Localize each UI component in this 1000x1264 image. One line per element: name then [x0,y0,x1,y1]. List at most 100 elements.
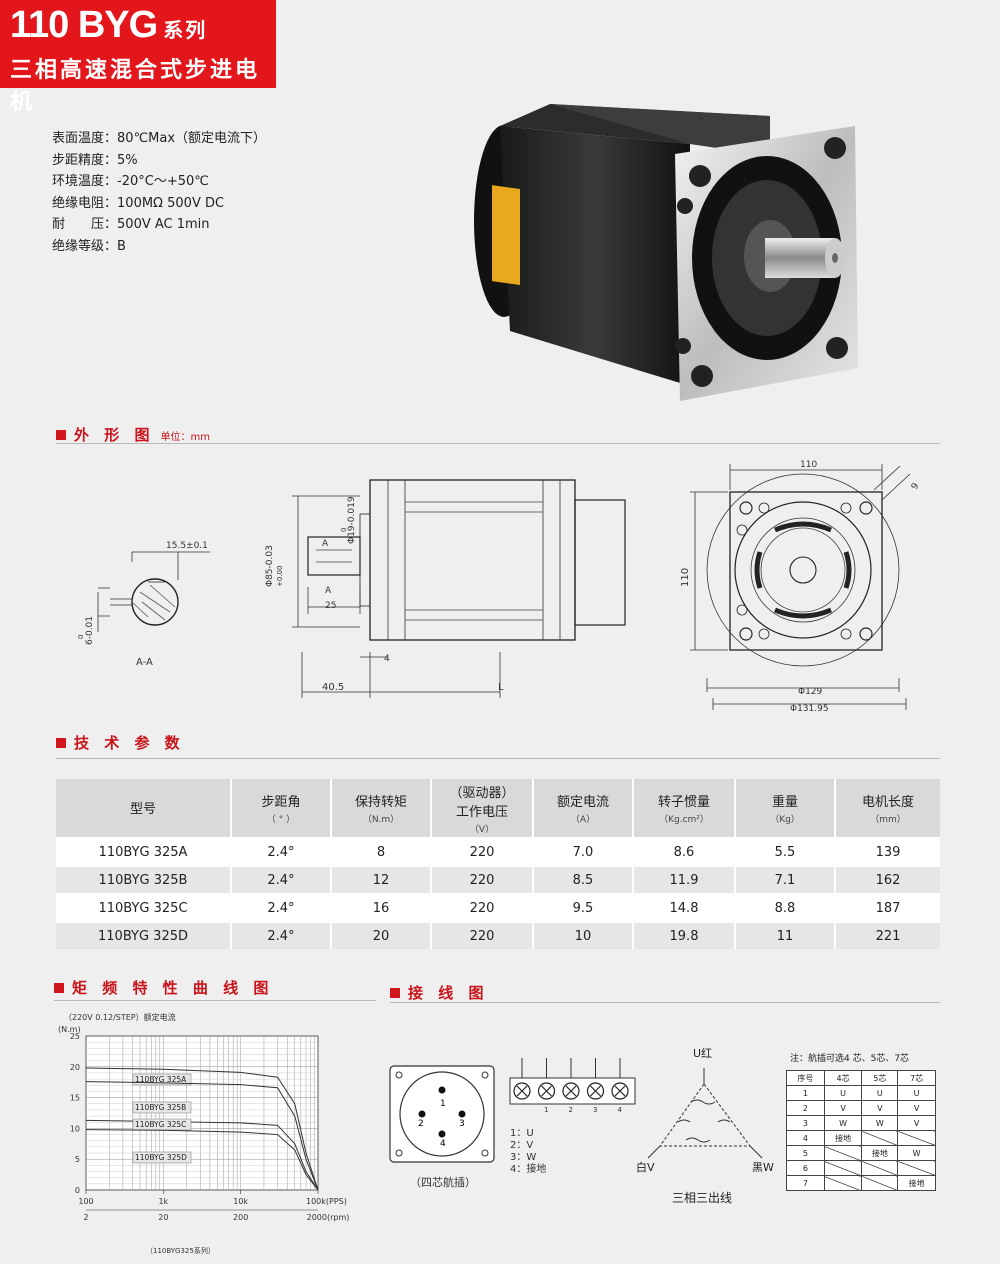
table-cell: 9.5 [533,893,634,922]
param-header: 电机长度（mm） [835,779,940,838]
spec-item: 绝缘等级：B [52,236,266,258]
spec-colon: ： [104,217,118,232]
pin-4: 4 [440,1139,446,1149]
terminal-screw-icon [562,1082,580,1100]
pin-table-cell: V [897,1100,936,1116]
table-cell: 162 [835,865,940,894]
table-cell: 187 [835,893,940,922]
param-header: 重量（Kg） [735,779,836,838]
spec-colon: ： [104,174,118,189]
params-section-title: 技 术 参 数 [56,732,185,753]
spec-label: 绝缘等级 [52,238,105,254]
param-header: （驱动器） 工作电压 （V） [431,779,534,838]
circle2-dim: Φ131.95 [790,704,829,714]
chart-series-label: 110BYG 325B [135,1103,186,1112]
pin-table-cell: 接地 [861,1145,899,1161]
table-cell: 16 [331,893,432,922]
param-header: 保持转矩（N.m） [331,779,432,838]
chart-y-tick: 10 [70,1124,80,1133]
param-header-name: （驱动器） 工作电压 [449,785,515,820]
chart-footnote: （110BYG325系列） [146,1246,215,1255]
spec-item: 环境温度：-20°C～+50℃ [52,171,266,193]
table-cell: 110BYG 325A [56,837,232,866]
chart-y-tick: 25 [70,1032,80,1041]
wiring-section-title: 接 线 图 [390,982,488,1003]
shaft-dia-dim: Φ19-0.019 [347,496,357,544]
chart-y-tick: 20 [70,1063,80,1072]
pin-table-cell [861,1160,899,1176]
pin-table-header: 4芯 [823,1070,863,1086]
spec-label: 步距精度 [52,152,105,168]
three-phase-triangle [647,1068,763,1159]
param-header-name: 转子惯量 [657,795,710,810]
chart-series-line [85,1067,319,1191]
table-cell: 11.9 [633,865,736,894]
table-cell: 220 [431,865,534,894]
spec-value: B [117,238,126,254]
pin-table-cell [897,1160,936,1176]
spec-label: 环境温度 [52,174,105,189]
chart-condition: （220V 0.12/STEP）额定电流 [64,1012,176,1022]
pin-table-cell: W [861,1115,899,1131]
pin-table-cell [861,1130,899,1146]
chart-y-label: (N.m) [58,1025,81,1034]
pin-table-cell: 7 [786,1175,825,1191]
param-header-unit: （V） [469,824,495,835]
shaft-len-dim: 25 [325,601,336,611]
chart-x-tick-rpm: 2 [83,1213,88,1222]
series-subtitle: 三相高速混合式步进电机 [10,58,261,115]
pin-table-cell: W [897,1145,936,1161]
table-cell: 110BYG 325B [56,865,232,894]
chart-y-tick: 5 [75,1155,80,1164]
table-cell: 139 [835,837,940,866]
chart-plot-area [85,1035,319,1191]
pin-table-cell: 3 [786,1115,825,1131]
terminal-screw-icon [586,1082,605,1100]
pin-table-cell: V [897,1115,936,1131]
pin-3: 3 [459,1119,465,1129]
body-length-dim: L [498,682,504,693]
pin-table-cell [861,1175,899,1191]
pin-table-cell: V [823,1100,863,1116]
table-cell: 8.5 [533,865,634,894]
table-cell: 110BYG 325D [56,921,232,949]
table-cell: 7.1 [735,865,836,894]
pin-table-cell: 1 [786,1085,825,1101]
motor-photo [474,104,858,401]
spec-label: 绝缘电阻 [52,195,105,211]
phase-u-label: U红 [693,1047,712,1060]
face-width-dim: 110 [800,460,817,470]
terminal-number: 2 [569,1106,573,1114]
chart-x-tick-pps: 1k [158,1197,168,1206]
param-header-name: 重量 [771,795,798,810]
spec-value: 100MΩ 500V DC [117,195,225,211]
param-header-unit: （N.m） [362,815,400,825]
spec-label: 耐 压 [52,217,105,232]
spec-value: 5% [117,152,138,168]
pin-table-header: 5芯 [861,1070,899,1086]
pilot-tol: +0.00 [276,566,284,587]
spec-label: 表面温度 [52,131,105,146]
table-cell: 8.6 [633,837,736,866]
shaft-total-dim: 40.5 [322,682,344,693]
spec-item: 耐 压：500V AC 1min [52,214,266,236]
chart-series-label: 110BYG 325D [135,1153,187,1162]
pin-2: 2 [418,1119,424,1129]
pin-table-cell [823,1175,863,1191]
spec-value: -20°C～+50℃ [117,174,209,189]
pin-legend-2: 2：V [510,1140,533,1151]
param-header: 型号 [56,779,232,838]
key-width-dim: 15.5±0.1 [166,541,208,551]
chart-series-line [85,1081,319,1191]
